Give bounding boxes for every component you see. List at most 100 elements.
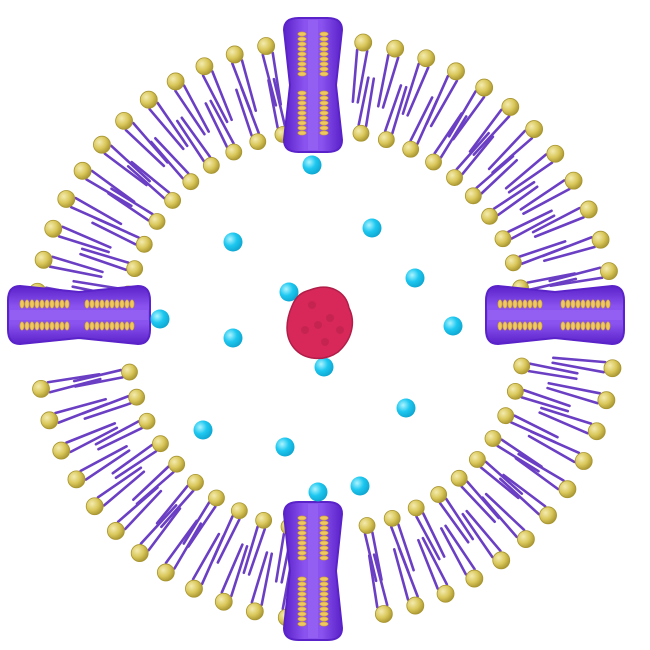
channel-helix-turn (297, 555, 307, 561)
lipid-head (166, 72, 185, 91)
channel-helix-turn (59, 299, 65, 309)
lipid-head (430, 486, 448, 503)
channel-helix-turn (319, 586, 329, 592)
lipid-tail (148, 107, 185, 151)
lipid-head (195, 57, 214, 76)
lipid-head (139, 90, 158, 109)
lipid-tail (421, 512, 446, 558)
lipid-head (501, 98, 520, 116)
lipid-head (352, 124, 370, 142)
lipid-tail (371, 531, 383, 581)
lipid-head (164, 192, 182, 209)
lipid-tail (438, 501, 470, 544)
lipid-tail (69, 426, 119, 454)
lipid-tail (549, 276, 604, 288)
channel-helix-turn (297, 540, 307, 546)
lipid-tail (271, 51, 283, 106)
channel-top (282, 17, 344, 153)
lipid-head (257, 37, 276, 55)
lipid-head (138, 412, 156, 430)
lipid-tail (496, 185, 539, 217)
channel-helix-turn (49, 299, 55, 309)
channel-pore (308, 504, 318, 638)
channel-helix-turn (532, 321, 538, 331)
lipid-tail (397, 523, 415, 572)
channel-helix-turn (319, 105, 329, 111)
channel-helix-turn (64, 321, 70, 331)
channel-helix-turn (297, 535, 307, 541)
lipid-head (406, 596, 425, 615)
lipid-tail (465, 480, 501, 520)
lipid-tail (390, 525, 410, 574)
solute-sphere (362, 218, 382, 238)
channel-helix-turn (595, 321, 601, 331)
channel-helix-turn (297, 130, 307, 136)
lipid-tail (48, 265, 103, 279)
cargo-texture (308, 301, 316, 309)
lipid-tail (522, 187, 571, 215)
channel-helix-turn (104, 321, 110, 331)
lipid-tail (250, 551, 269, 604)
channel-helix-turn (129, 299, 135, 309)
lipid-tail (57, 235, 110, 254)
lipid-tail (93, 216, 140, 239)
lipid-tail (363, 532, 378, 583)
lipid-tail (487, 129, 527, 171)
lipid-tail (124, 128, 166, 168)
channel-helix-turn (39, 299, 45, 309)
lipid-tail (107, 192, 150, 222)
lipid-tail (94, 420, 140, 446)
lipid-tail (513, 414, 559, 439)
channel-helix-turn (319, 555, 329, 561)
lipid-head (208, 489, 225, 507)
channel-helix-turn (297, 105, 307, 111)
channel-helix-turn (600, 299, 606, 309)
lipid-head (468, 451, 486, 468)
channel-helix-turn (297, 545, 307, 551)
lipid-head (497, 407, 515, 425)
lipid-head (484, 430, 502, 447)
channel-helix-turn (297, 515, 307, 521)
lipid-tail (472, 115, 511, 156)
lipid-tail (132, 465, 170, 501)
solute-sphere (223, 232, 243, 252)
lipid-head (128, 388, 146, 406)
lipid-head (85, 497, 104, 516)
solute-sphere (350, 476, 370, 496)
lipid-tail (415, 515, 441, 561)
lipid-tail (164, 519, 198, 565)
channel-helix-turn (297, 66, 307, 72)
lipid-tail (149, 140, 185, 180)
channel-helix-turn (297, 71, 307, 77)
solute-sphere (443, 316, 463, 336)
lipid-tail (381, 56, 400, 109)
channel-helix-turn (297, 125, 307, 131)
lipid-head (40, 411, 59, 430)
channel-helix-turn (319, 611, 329, 617)
lipid-head (148, 213, 166, 230)
channel-helix-turn (507, 299, 513, 309)
lipid-head (135, 235, 153, 253)
lipid-tail (504, 153, 548, 190)
lipid-tail (220, 543, 244, 594)
lipid-tail (433, 112, 463, 155)
lipid-tail (444, 497, 475, 541)
lipid-tail (182, 501, 211, 545)
lipid-tail (392, 548, 410, 601)
lipid-tail (479, 466, 520, 500)
lipid-head (52, 441, 71, 460)
channel-helix-turn (319, 90, 329, 96)
channel-helix-turn (34, 321, 40, 331)
lipid-tail (527, 434, 576, 464)
channel-right (485, 284, 625, 346)
solute-sphere (193, 420, 213, 440)
lipid-head (383, 509, 401, 527)
channel-helix-turn (565, 299, 571, 309)
channel-helix-turn (319, 100, 329, 106)
lipid-tail (211, 70, 233, 122)
lipid-head (492, 551, 511, 570)
channel-helix-turn (319, 545, 329, 551)
channel-helix-turn (319, 41, 329, 47)
lipid-tail (510, 214, 556, 240)
